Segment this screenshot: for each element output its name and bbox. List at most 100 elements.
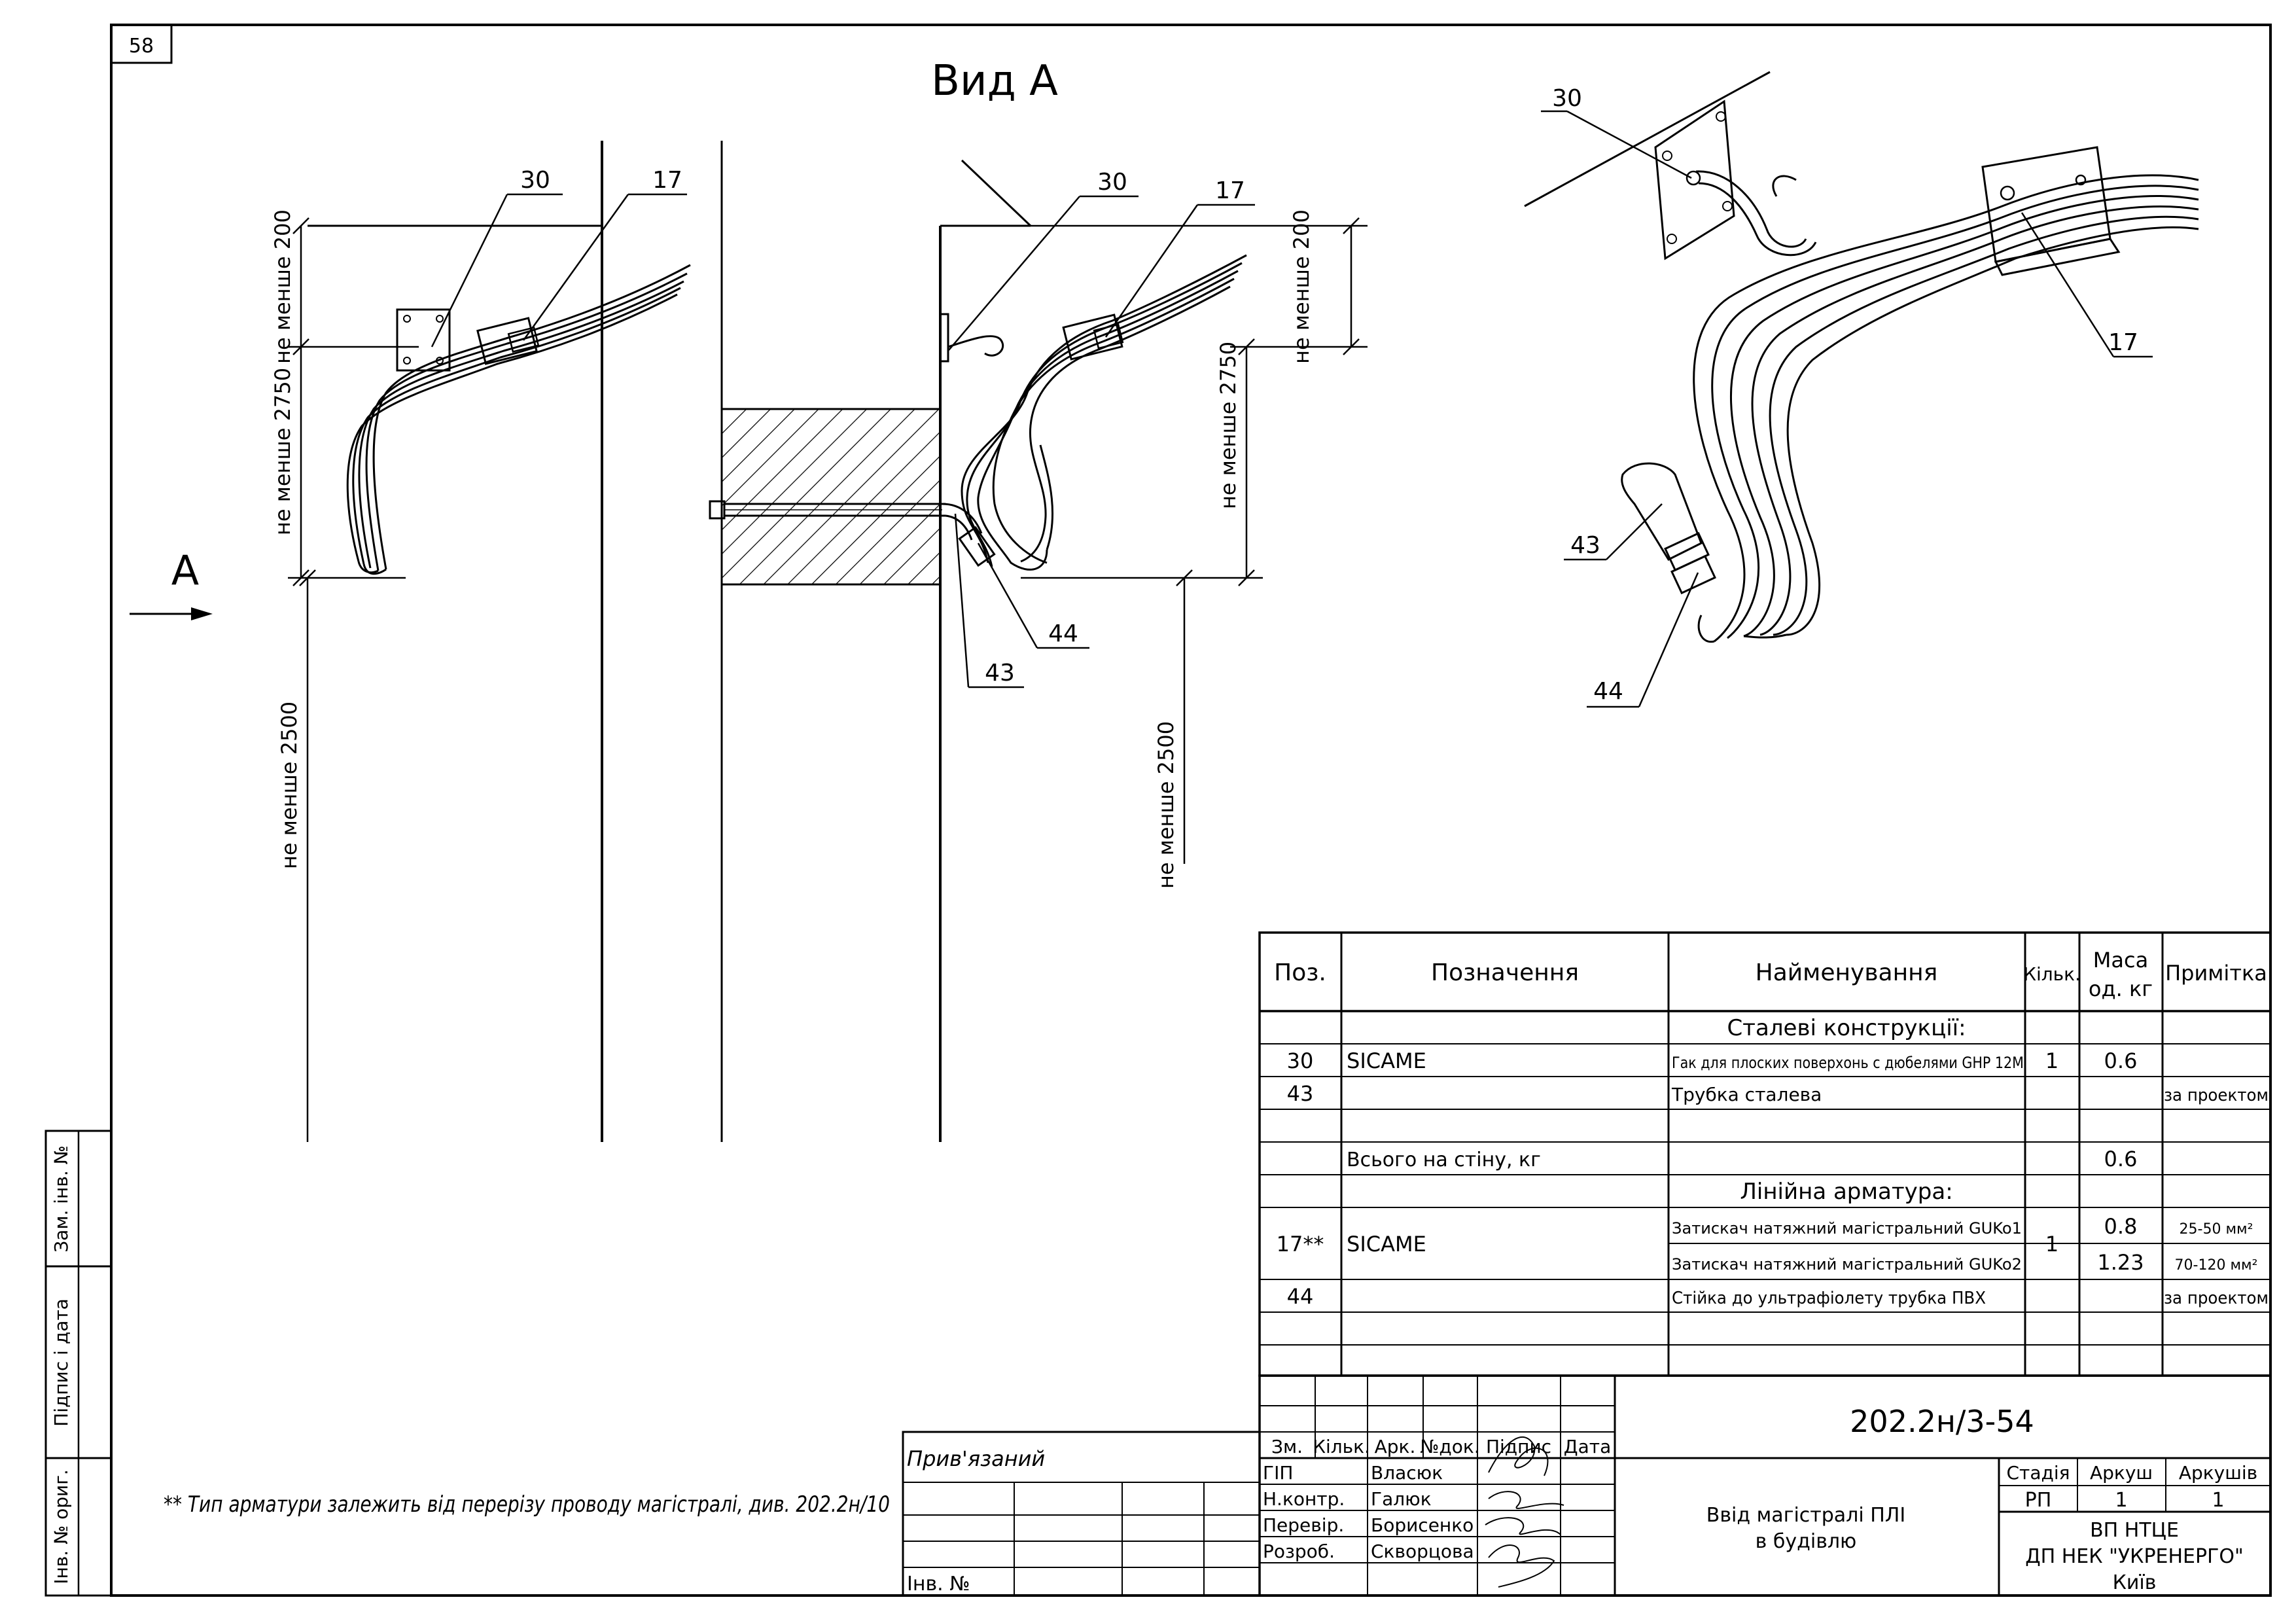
sheet-value: 1 xyxy=(2115,1489,2127,1512)
sheets-label: Аркушів xyxy=(2179,1462,2257,1484)
rev-header-sheet: Арк. xyxy=(1375,1436,1416,1457)
person-name-3: Скворцова xyxy=(1371,1541,1474,1562)
person-role-2: Перевір. xyxy=(1263,1514,1344,1536)
spec-header-name: Найменування xyxy=(1756,959,1938,986)
spec-row-0-pos: 30 xyxy=(1287,1048,1314,1073)
dim-2750-left: не менше 2750 xyxy=(270,368,295,535)
org-line3: Київ xyxy=(2113,1571,2157,1594)
callout-17-middle: 17 xyxy=(1215,177,1245,204)
spec-row-3-qty: 1 xyxy=(2045,1232,2058,1257)
spec-row-5-name: Стійка до ультрафіолету трубка ПВХ xyxy=(1672,1289,1986,1308)
org-line2: ДП НЕК "УКРЕНЕРГО" xyxy=(2025,1545,2244,1568)
spec-row-3-code: SICAME xyxy=(1347,1232,1426,1257)
callout-17-left: 17 xyxy=(652,167,682,194)
spec-header-code: Позначення xyxy=(1431,959,1579,986)
cable-bundle-detail xyxy=(1693,174,2199,643)
tension-clamp-detail xyxy=(1981,146,2111,263)
wall-hatch xyxy=(720,408,942,586)
rev-header-docno: №док. xyxy=(1420,1436,1479,1457)
drawing-title-line2: в будівлю xyxy=(1756,1530,1857,1553)
spec-section-steel: Сталеві конструкції: xyxy=(1727,1015,1966,1041)
view-direction-arrow: А xyxy=(130,546,213,620)
spec-header-pos: Поз. xyxy=(1274,959,1326,986)
view-title: Вид А xyxy=(931,57,1058,105)
org-line1: ВП НТЦЕ xyxy=(2090,1519,2179,1542)
person-name-2: Борисенко xyxy=(1371,1514,1474,1536)
spec-header-qty: Кільк. xyxy=(2023,963,2081,985)
spec-row-5-note: за проектом xyxy=(2164,1289,2269,1308)
dim-200-left: не менше 200 xyxy=(270,209,295,364)
spec-row-2-code: Всього на стіну, кг xyxy=(1347,1149,1541,1171)
spec-header-mass-2: од. кг xyxy=(2089,976,2153,1001)
callout-43-detail: 43 xyxy=(1570,532,1600,559)
rev-header-qty: Кільк. xyxy=(1313,1436,1370,1457)
spec-row-0-code: SICAME xyxy=(1347,1048,1426,1073)
pvc-tube xyxy=(958,526,996,567)
side-stamp-replaced-inv: Зам. інв. № xyxy=(50,1145,72,1253)
rev-header-date: Дата xyxy=(1564,1436,1612,1457)
isometric-detail-view: 30 17 43 44 xyxy=(1524,71,2199,708)
dim-2500-left: не менше 2500 xyxy=(277,702,302,869)
spec-row-0-name: Гак для плоских поверхонь с дюбелями GHP… xyxy=(1672,1054,2024,1072)
linked-label: Прив'язаний xyxy=(907,1446,1045,1471)
spec-row-1-pos: 43 xyxy=(1287,1081,1314,1106)
tension-clamp-middle xyxy=(1062,313,1123,361)
sheet-number: 58 xyxy=(129,35,154,58)
spec-section-line: Лінійна арматура: xyxy=(1740,1179,1952,1205)
spec-row-3-pos: 17** xyxy=(1277,1232,1324,1257)
callout-43-middle: 43 xyxy=(985,660,1015,687)
wall-hook-plate xyxy=(1654,99,1735,260)
dim-2750-middle: не менше 2750 xyxy=(1216,342,1241,509)
tension-clamp xyxy=(476,317,538,365)
callout-44-detail: 44 xyxy=(1593,678,1623,705)
spec-row-5-pos: 44 xyxy=(1287,1284,1314,1309)
footnote: ** Тип арматури залежить від перерізу пр… xyxy=(164,1491,890,1518)
cable-bundle-middle xyxy=(961,254,1247,571)
wall-section-view: 30 17 44 43 не менше 200 не менше 2750 н… xyxy=(709,141,1368,1142)
hook-plate xyxy=(396,308,451,372)
side-stamp-strip: Зам. інв. № Підпис і дата Інв. № ориг. xyxy=(44,1130,113,1597)
spec-header-note: Примітка xyxy=(2165,961,2267,986)
spec-row-4-mass: 1.23 xyxy=(2097,1250,2144,1275)
spec-row-2-mass: 0.6 xyxy=(2104,1147,2138,1171)
side-stamp-signature-date: Підпис і дата xyxy=(50,1298,72,1427)
person-role-3: Розроб. xyxy=(1263,1541,1335,1562)
person-role-0: ГІП xyxy=(1263,1462,1293,1484)
callout-17-detail: 17 xyxy=(2108,329,2138,356)
spec-row-0-qty: 1 xyxy=(2045,1048,2058,1073)
specification-table: Поз. Позначення Найменування Кільк. Маса… xyxy=(1258,931,2272,1377)
rev-header-change: Зм. xyxy=(1271,1436,1303,1457)
pvc-tube-detail xyxy=(1621,462,1703,561)
spec-row-3-note: 25-50 мм² xyxy=(2180,1221,2253,1238)
stage-label: Стадія xyxy=(2006,1462,2070,1484)
spec-row-0-mass: 0.6 xyxy=(2104,1048,2138,1073)
person-name-0: Власюк xyxy=(1371,1462,1443,1484)
signatures xyxy=(1485,1436,1564,1588)
stage-value: РП xyxy=(2025,1489,2052,1512)
sheets-value: 1 xyxy=(2212,1489,2224,1512)
steel-pipe xyxy=(709,500,983,541)
spec-header-mass-1: Маса xyxy=(2093,948,2148,972)
callout-44-middle: 44 xyxy=(1048,620,1078,647)
dim-2500-middle: не менше 2500 xyxy=(1154,721,1178,889)
callout-30-detail: 30 xyxy=(1552,85,1582,112)
person-role-1: Н.контр. xyxy=(1263,1488,1345,1510)
view-marker-letter: А xyxy=(171,546,199,594)
title-block: Прив'язаний Інв. № Зм. Кільк. Арк. №док.… xyxy=(902,1374,2272,1597)
cable-bundle xyxy=(346,264,691,575)
spec-row-3-mass: 0.8 xyxy=(2104,1214,2138,1239)
callout-30-middle: 30 xyxy=(1097,169,1127,196)
inventory-label: Інв. № xyxy=(907,1573,970,1596)
drawing-title-line1: Ввід магістралі ПЛІ xyxy=(1706,1504,1905,1527)
spec-row-1-note: за проектом xyxy=(2164,1086,2269,1105)
spec-row-4-name: Затискач натяжний магістральний GUKo2 xyxy=(1672,1255,2022,1274)
left-elevation-view: 30 17 не менше 200 не менше 2750 не менш… xyxy=(270,141,691,1142)
dim-200-middle: не менше 200 xyxy=(1289,209,1314,364)
spec-row-3-name: Затискач натяжний магістральний GUKo1 xyxy=(1672,1219,2022,1238)
rev-header-signature: Підпис xyxy=(1486,1436,1551,1457)
callout-30-left: 30 xyxy=(520,167,550,194)
spec-row-4-note: 70-120 мм² xyxy=(2175,1257,2258,1274)
spec-row-1-name: Трубка сталева xyxy=(1671,1084,1822,1105)
side-stamp-orig-inv: Інв. № ориг. xyxy=(50,1469,72,1584)
